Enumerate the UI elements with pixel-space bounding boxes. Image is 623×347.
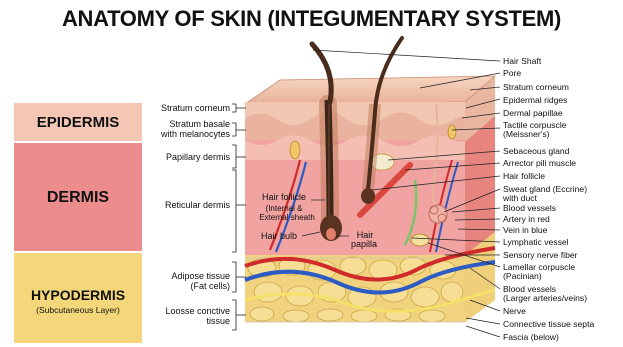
label-with-duct: with duct [503, 194, 537, 203]
block-side-face [465, 76, 495, 322]
left-brackets [232, 104, 246, 330]
label-stratum-basale: Stratum basale [140, 119, 230, 129]
label-artery-red: Artery in red [503, 215, 550, 224]
lamellar-corpuscle [411, 234, 429, 246]
label-meissners: (Meissner's) [503, 130, 550, 139]
label-pore: Pore [503, 69, 521, 78]
label-stratum-basale-line2: with melanocytes [140, 129, 230, 139]
label-hair-bulb: Hair bulb [254, 232, 304, 241]
label-papillary-dermis: Papillary dermis [140, 152, 230, 162]
label-sensory-nerve: Sensory nerve fiber [503, 251, 578, 260]
label-hair-follicle-right: Hair follicle [503, 172, 545, 181]
label-larger-arteries-veins: (Larger arteries/veins) [503, 294, 587, 303]
label-fascia: Fascia (below) [503, 333, 559, 342]
label-pacinian: (Pacinian) [503, 272, 542, 281]
label-reticular-dermis: Reticular dermis [140, 200, 230, 210]
label-blood-vessels: Blood vessels [503, 204, 556, 213]
label-sebaceous-gland: Sebaceous gland [503, 147, 569, 156]
label-hair-follicle-inner: Hair follicle [254, 193, 314, 202]
label-loose-connective-line2: tissue [140, 316, 230, 326]
label-epidermal-ridges: Epidermal ridges [503, 96, 567, 105]
label-stratum-corneum-left: Stratum corneum [140, 103, 230, 113]
label-loose-connective: Loosse conctive [140, 306, 230, 316]
label-nerve: Nerve [503, 307, 526, 316]
label-stratum-corneum-right: Stratum corneum [503, 83, 569, 92]
label-lymphatic-vessel: Lymphatic vessel [503, 238, 569, 247]
label-dermal-papillae: Dermal papillae [503, 109, 563, 118]
label-sheath-line2: External sheath [252, 213, 322, 222]
epidermis-top-surface [245, 76, 495, 104]
label-adipose-fat-cells: (Fat cells) [140, 281, 230, 291]
label-hair-shaft: Hair Shaft [503, 57, 541, 66]
label-adipose-tissue: Adipose tissue [140, 271, 230, 281]
label-vein-blue: Vein in blue [503, 226, 547, 235]
label-sheath-line1: (Internal & [254, 204, 314, 213]
label-connective-septa: Connective tissue septa [503, 320, 594, 329]
label-arrector-pili: Arrector pili muscle [503, 159, 576, 168]
label-hair-papilla-line2: papilla [342, 240, 386, 249]
